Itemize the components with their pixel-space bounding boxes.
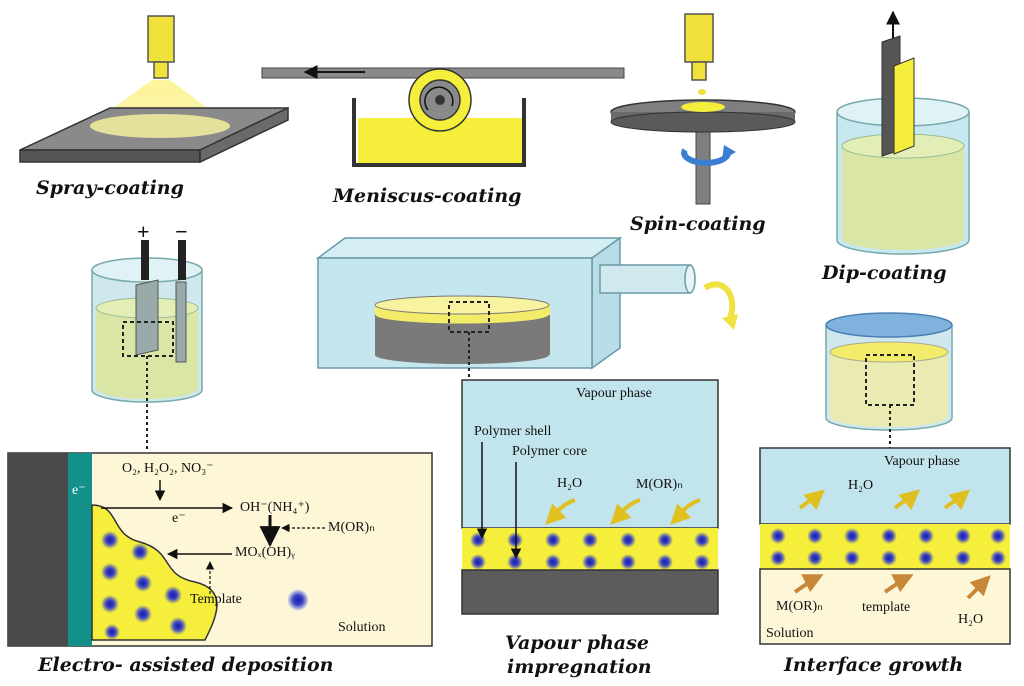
vapour-phase-label: Vapour phase — [576, 386, 652, 401]
interface-beaker — [825, 312, 953, 448]
water-label-vapour: H₂O — [557, 476, 583, 491]
vapour-detail-panel — [461, 379, 719, 615]
electron-label-arrow: e⁻ — [172, 511, 186, 526]
caption-dip-coating: Dip-coating — [822, 262, 947, 284]
caption-meniscus-coating: Meniscus-coating — [333, 185, 522, 207]
water-label-interface-top: H₂O — [848, 478, 874, 493]
vapour-phase-label-interface: Vapour phase — [884, 454, 960, 469]
caption-spin-coating: Spin-coating — [630, 213, 766, 235]
metal-oxide-hydroxide-label: MOₓ(OH)ᵧ — [235, 545, 295, 560]
electro-template-dots — [101, 531, 309, 640]
solution-label-electro: Solution — [338, 620, 386, 635]
electrode-plus-sign: + — [137, 219, 150, 244]
alkoxide-label-interface: M(OR)ₙ — [776, 599, 823, 614]
electron-label-electrode: e⁻ — [72, 483, 86, 498]
polymer-core-label: Polymer core — [512, 444, 588, 459]
solution-label-interface: Solution — [766, 626, 814, 641]
spin-coating-illustration — [610, 13, 796, 205]
water-label-interface-bottom: H₂O — [958, 612, 984, 627]
interface-detail-panel — [759, 447, 1011, 645]
caption-spray-coating: Spray-coating — [36, 177, 184, 199]
vapour-chamber — [315, 236, 738, 380]
caption-vapour-phase-line1: Vapour phase — [505, 632, 649, 654]
electrode-minus-sign: − — [175, 219, 188, 244]
template-label-interface: template — [862, 600, 911, 615]
caption-interface-growth: Interface growth — [784, 654, 964, 676]
spray-coating-illustration — [19, 15, 289, 164]
dip-coating-illustration — [836, 10, 970, 255]
interface-template-dots — [770, 528, 1006, 566]
alkoxide-label-vapour: M(OR)ₙ — [636, 477, 683, 492]
meniscus-coating-illustration — [261, 65, 625, 167]
template-label-electro: Template — [190, 592, 242, 607]
caption-vapour-phase-line2: impregnation — [507, 656, 652, 678]
caption-electro-assisted-deposition: Electro- assisted deposition — [38, 654, 334, 676]
electro-beaker — [91, 240, 203, 452]
electro-detail-panel — [7, 452, 433, 647]
polymer-shell-label: Polymer shell — [474, 424, 552, 439]
hydroxide-label: OH⁻(NH₄⁺) — [240, 500, 310, 515]
reactants-label: O₂, H₂O₂, NO₃⁻ — [122, 461, 214, 476]
alkoxide-label-electro: M(OR)ₙ — [328, 520, 375, 535]
